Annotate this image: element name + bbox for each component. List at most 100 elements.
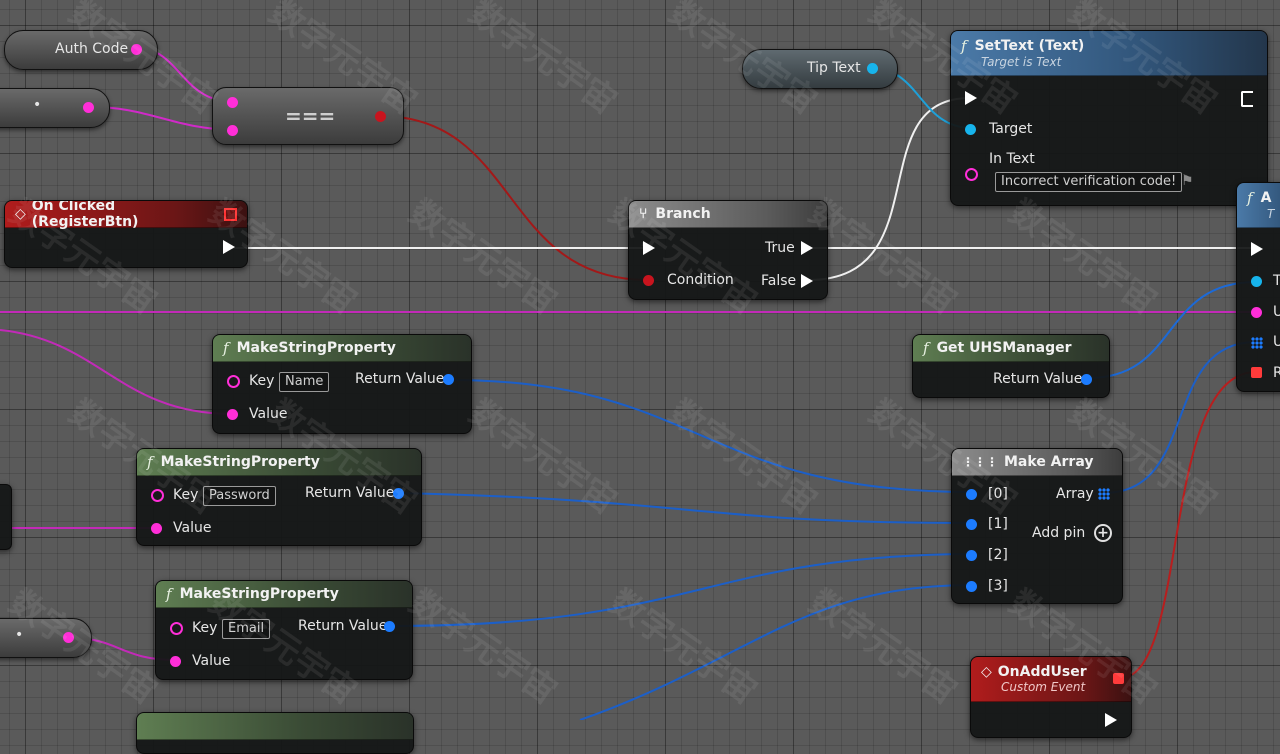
watermark-text: 数字元宇宙 bbox=[601, 582, 765, 713]
set-text-in-text-field[interactable]: Incorrect verification code! bbox=[995, 172, 1183, 192]
branch-false-exec-out[interactable] bbox=[801, 274, 813, 288]
wire-obj-return2 bbox=[397, 492, 971, 524]
auth-code-node[interactable]: Auth Code bbox=[4, 30, 158, 70]
get-uhs-manager-node[interactable]: f Get UHSManager Return Value bbox=[912, 334, 1110, 398]
make-string-1-return-label: Return Value bbox=[355, 371, 445, 387]
on-add-user-delegate-pin[interactable] bbox=[1113, 673, 1124, 684]
set-text-in-text-label: In Text bbox=[989, 151, 1035, 167]
equal-exactly-node[interactable]: === bbox=[212, 87, 404, 145]
watermark-text: 数字元宇宙 bbox=[661, 392, 825, 523]
on-add-user-exec-out[interactable] bbox=[1105, 713, 1117, 727]
make-string-1-return-pin[interactable] bbox=[443, 374, 454, 385]
add-user-pin2-label: U bbox=[1273, 304, 1280, 320]
make-array-item-2-label: [2] bbox=[988, 547, 1008, 563]
function-icon: f bbox=[147, 453, 153, 471]
on-clicked-exec-out[interactable] bbox=[223, 240, 235, 254]
make-string-property-node-2[interactable]: f MakeStringProperty Key Password Return… bbox=[136, 448, 422, 546]
function-icon: f bbox=[923, 339, 929, 357]
make-string-property-3-header: f MakeStringProperty bbox=[156, 581, 412, 608]
on-add-user-subtitle: Custom Event bbox=[1001, 680, 1086, 694]
add-user-pin3-label: Us bbox=[1273, 334, 1280, 350]
equal-input-b-pin[interactable] bbox=[227, 125, 238, 136]
make-string-2-value-label: Value bbox=[173, 520, 212, 536]
left-partial-node[interactable] bbox=[0, 484, 12, 550]
add-user-exec-in[interactable] bbox=[1251, 242, 1263, 256]
make-array-output-label: Array bbox=[1056, 486, 1094, 502]
set-text-in-text-pin[interactable] bbox=[965, 168, 978, 181]
watermark-text: 数字元宇宙 bbox=[1001, 192, 1165, 323]
make-string-2-key-pin[interactable] bbox=[151, 489, 164, 502]
equal-input-a-pin[interactable] bbox=[227, 97, 238, 108]
tip-text-output-pin[interactable] bbox=[867, 63, 878, 74]
on-add-user-header: ◇OnAddUser Custom Event bbox=[971, 657, 1131, 702]
make-array-node[interactable]: ⋮⋮⋮ Make Array [0] [1] [2] [3] Array Add… bbox=[951, 448, 1123, 604]
equal-output-pin[interactable] bbox=[375, 111, 386, 122]
get-uhs-manager-return-label: Return Value bbox=[993, 371, 1083, 387]
make-array-title: Make Array bbox=[1004, 454, 1094, 470]
watermark-text: 数字元宇宙 bbox=[401, 192, 565, 323]
make-string-3-return-label: Return Value bbox=[298, 618, 388, 634]
dot-node-bottom[interactable]: • bbox=[0, 618, 92, 658]
make-string-3-return-pin[interactable] bbox=[384, 621, 395, 632]
make-array-item-1-pin[interactable] bbox=[966, 519, 977, 530]
add-user-target-pin[interactable] bbox=[1251, 276, 1262, 287]
on-clicked-title: On Clicked (RegisterBtn) bbox=[31, 200, 139, 230]
bottom-partial-node[interactable] bbox=[136, 712, 414, 754]
add-user-partial-node[interactable]: fA T T U Us Re bbox=[1236, 182, 1280, 392]
set-text-exec-in[interactable] bbox=[965, 91, 977, 105]
branch-false-label: False bbox=[761, 273, 797, 289]
make-string-1-key-field[interactable]: Name bbox=[279, 372, 330, 392]
dot-node-top[interactable]: • bbox=[0, 88, 110, 128]
make-string-2-return-pin[interactable] bbox=[393, 488, 404, 499]
make-string-1-value-pin[interactable] bbox=[227, 409, 238, 420]
set-text-target-label: Target bbox=[989, 121, 1033, 137]
add-user-partial-title: A bbox=[1260, 190, 1272, 206]
make-array-item-0-pin[interactable] bbox=[966, 489, 977, 500]
make-string-3-key-label: Key bbox=[192, 620, 218, 636]
set-text-exec-out[interactable] bbox=[1241, 91, 1253, 107]
make-string-2-value-pin[interactable] bbox=[151, 523, 162, 534]
branch-exec-in[interactable] bbox=[643, 241, 655, 255]
make-string-1-key-pin[interactable] bbox=[227, 375, 240, 388]
make-string-3-key-pin[interactable] bbox=[170, 622, 183, 635]
make-string-3-key-field[interactable]: Email bbox=[222, 619, 271, 639]
make-string-2-return-label: Return Value bbox=[305, 485, 395, 501]
make-string-2-key-field[interactable]: Password bbox=[203, 486, 276, 506]
make-string-3-value-pin[interactable] bbox=[170, 656, 181, 667]
make-string-property-node-3[interactable]: f MakeStringProperty Key Email Return Va… bbox=[155, 580, 413, 680]
add-user-pin2[interactable] bbox=[1251, 307, 1262, 318]
add-user-delegate-pin[interactable] bbox=[1251, 367, 1262, 378]
branch-condition-label: Condition bbox=[667, 272, 734, 288]
add-pin-label[interactable]: Add pin bbox=[1032, 525, 1086, 541]
make-string-property-1-title: MakeStringProperty bbox=[236, 340, 396, 356]
event-diamond-icon: ◇ bbox=[981, 664, 992, 680]
on-add-user-event-node[interactable]: ◇OnAddUser Custom Event bbox=[970, 656, 1132, 738]
branch-node[interactable]: ⑂ Branch True Condition False bbox=[628, 200, 828, 300]
flag-icon[interactable]: ⚑ bbox=[1181, 173, 1194, 189]
auth-code-output-pin[interactable] bbox=[131, 44, 142, 55]
get-uhs-manager-return-pin[interactable] bbox=[1081, 374, 1092, 385]
make-array-item-3-pin[interactable] bbox=[966, 581, 977, 592]
make-array-output-pin[interactable] bbox=[1098, 488, 1110, 500]
equal-operator-label: === bbox=[285, 104, 336, 128]
make-array-item-3-label: [3] bbox=[988, 578, 1008, 594]
auth-code-label: Auth Code bbox=[55, 41, 129, 57]
tip-text-node[interactable]: Tip Text bbox=[742, 49, 898, 89]
on-clicked-event-node[interactable]: ◇ On Clicked (RegisterBtn) bbox=[4, 200, 248, 268]
add-user-array-pin[interactable] bbox=[1251, 337, 1263, 349]
dot-node-top-label: • bbox=[33, 97, 42, 113]
dot-node-top-output-pin[interactable] bbox=[83, 102, 94, 113]
branch-true-label: True bbox=[765, 240, 795, 256]
add-pin-icon[interactable]: + bbox=[1094, 524, 1112, 542]
make-string-1-value-label: Value bbox=[249, 406, 288, 422]
make-array-item-2-pin[interactable] bbox=[966, 550, 977, 561]
delegate-pin-icon[interactable] bbox=[224, 207, 237, 221]
branch-true-exec-out[interactable] bbox=[801, 241, 813, 255]
make-string-property-node-1[interactable]: f MakeStringProperty Key Name Return Val… bbox=[212, 334, 472, 434]
set-text-target-pin[interactable] bbox=[965, 124, 976, 135]
branch-condition-pin[interactable] bbox=[643, 275, 654, 286]
set-text-subtitle: Target is Text bbox=[981, 55, 1062, 69]
dot-node-bottom-output-pin[interactable] bbox=[63, 632, 74, 643]
